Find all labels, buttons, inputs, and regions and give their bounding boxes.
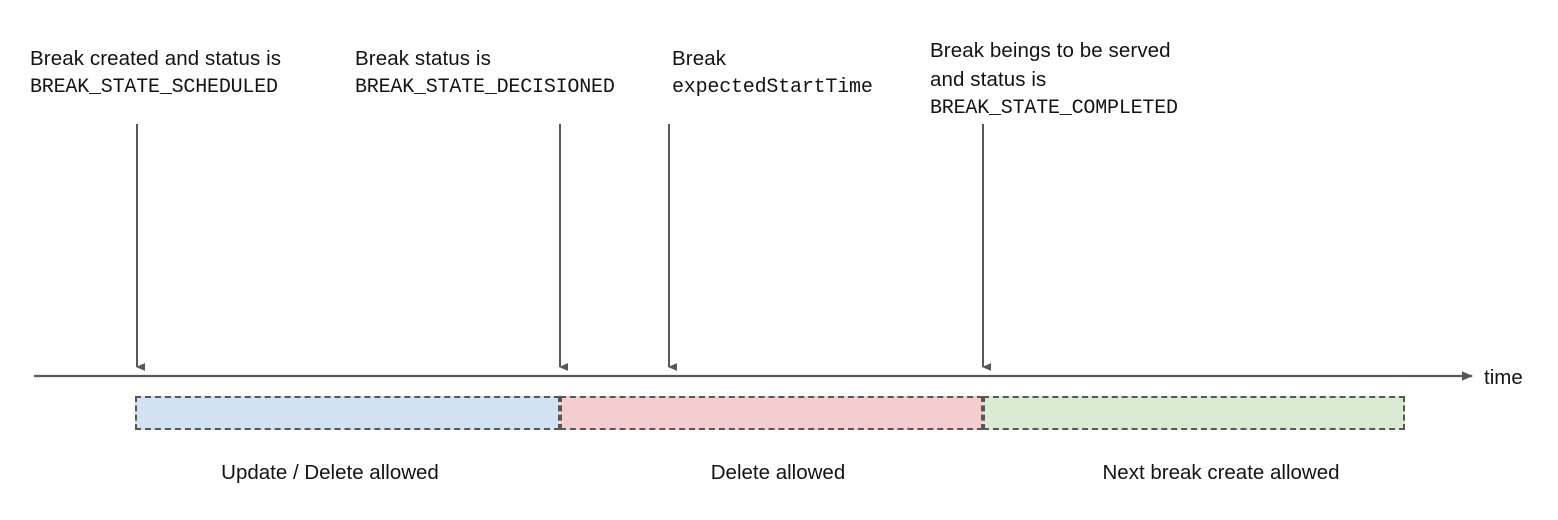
break-completed-marker-label: Break beings to be served and status is BR… — [930, 36, 1178, 123]
band-update-delete-allowed-caption: Update / Delete allowed — [221, 461, 439, 484]
band-update-delete-allowed — [135, 396, 560, 430]
break-decisioned-marker-label: Break status is BREAK_STATE_DECISIONED — [355, 44, 615, 102]
band-delete-allowed-caption: Delete allowed — [710, 461, 846, 484]
band-next-break-create-allowed-caption: Next break create allowed — [1102, 461, 1340, 484]
expected-start-time-marker-label-line-2: expectedStartTime — [672, 76, 873, 99]
time-axis-label: time — [1484, 366, 1523, 389]
break-completed-marker-label-line-1: Break beings to be served — [930, 39, 1171, 62]
band-delete-allowed — [560, 396, 983, 430]
break-decisioned-marker-label-line-2: BREAK_STATE_DECISIONED — [355, 76, 615, 99]
band-next-break-create-allowed — [983, 396, 1405, 430]
expected-start-time-marker-label: Break expectedStartTime — [672, 44, 873, 102]
break-created-marker-label-line-2: BREAK_STATE_SCHEDULED — [30, 76, 278, 99]
marker-arrows — [136, 124, 991, 371]
break-created-marker-label-line-1: Break created and status is — [30, 47, 282, 70]
expected-start-time-marker-label-line-1: Break — [672, 47, 727, 70]
break-created-marker-label: Break created and status is BREAK_STATE_S… — [30, 44, 281, 102]
break-completed-marker-label-line-3: BREAK_STATE_COMPLETED — [930, 97, 1178, 120]
break-completed-marker-label-line-2: and status is — [930, 68, 1047, 91]
break-decisioned-marker-label-line-1: Break status is — [355, 47, 491, 70]
